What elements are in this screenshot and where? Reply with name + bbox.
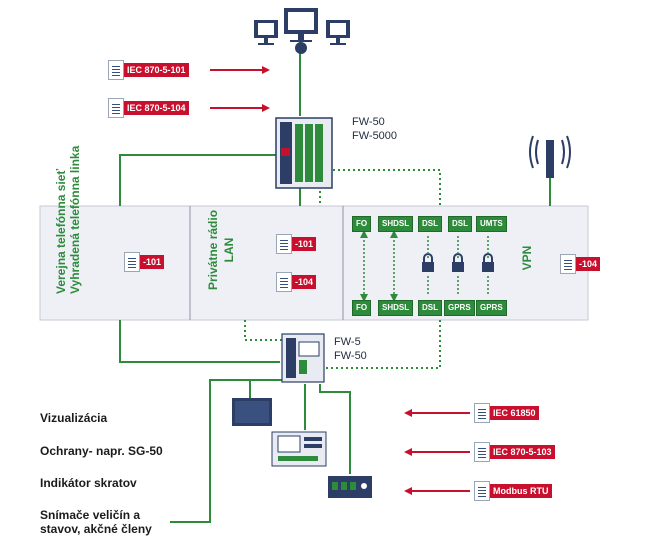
link-bottom-shdsl: SHDSL (378, 300, 414, 316)
protocol-label-104: IEC 870-5-104 (124, 101, 189, 115)
link-bottom-dsl: DSL (418, 300, 442, 316)
link-top-dsl-1: DSL (418, 216, 442, 232)
protocol-label-61850: IEC 61850 (490, 406, 539, 420)
protocol-tag-103: IEC 870-5-103 (474, 442, 555, 462)
mid-server-label-2: FW-50 (334, 350, 367, 362)
panel-tag-label: -101 (140, 255, 165, 269)
link-bottom-left (119, 320, 280, 363)
public-network-label: Verejna telefónna sieť (54, 168, 68, 294)
document-icon (560, 254, 576, 274)
link-top-right-dotted (328, 169, 441, 206)
protocol-tag-modbus: Modbus RTU (474, 481, 552, 501)
document-icon (124, 252, 140, 272)
protocol-tag-61850: IEC 61850 (474, 403, 539, 423)
mid-server-label-1: FW-5 (334, 336, 361, 348)
private-radio-label: Privátne rádio (206, 209, 220, 290)
lan-label: LAN (222, 237, 236, 263)
arrowhead-shdsl-up (390, 230, 398, 238)
document-icon (474, 403, 490, 423)
arrowhead-shdsl-down (390, 294, 398, 302)
panel-tag-label: -104 (576, 257, 601, 271)
protection-relay (271, 431, 327, 467)
label-sensors-1: Snímače veličín a (40, 508, 141, 522)
workstation-monitors (254, 8, 350, 54)
link-top-left (119, 154, 280, 206)
label-visualization: Vizualizácia (40, 411, 108, 425)
leased-line-label: Vyhradená telefónna linka (68, 145, 82, 294)
arrowhead-101 (262, 66, 270, 74)
arrowhead-104 (262, 104, 270, 112)
protocol-label-103: IEC 870-5-103 (490, 445, 555, 459)
link-top-fo: FO (352, 216, 372, 232)
document-icon (474, 442, 490, 462)
fault-indicator (328, 476, 372, 498)
document-icon (108, 98, 124, 118)
label-fault-indicator: Indikátor skratov (40, 476, 137, 490)
document-icon (276, 234, 292, 254)
field-bus-right (319, 384, 351, 474)
panel-tag-104-vpn: -104 (560, 254, 601, 274)
link-top-dsl-2: DSL (448, 216, 472, 232)
vpn-label: VPN (520, 245, 534, 271)
arrowhead-modbus (404, 487, 412, 495)
panel-tag-104-lan: -104 (276, 272, 317, 292)
protocol-label-101: IEC 870-5-101 (124, 63, 189, 77)
fw50-rack (275, 117, 333, 189)
vpn-dotted-links (427, 236, 489, 296)
document-icon (474, 481, 490, 501)
link-top-shdsl: SHDSL (378, 216, 414, 232)
document-icon (108, 60, 124, 80)
label-sensors-2: stavov, akčné členy (40, 522, 152, 536)
arrowhead-103 (404, 448, 412, 456)
link-top-umts: UMTS (476, 216, 507, 232)
panel-tag-label: -101 (292, 237, 317, 251)
panel-tag-label: -104 (292, 275, 317, 289)
arrowhead-fo-up (360, 230, 368, 238)
panel-tag-101-lan: -101 (276, 234, 317, 254)
arrowhead-61850 (404, 409, 412, 417)
link-bottom-right (322, 320, 441, 369)
link-arrows (363, 236, 395, 296)
top-server-label-2: FW-5000 (352, 130, 398, 142)
label-protection: Ochrany- napr. SG-50 (40, 444, 163, 458)
protocol-label-modbus: Modbus RTU (490, 484, 552, 498)
link-bottom-gprs-1: GPRS (444, 300, 475, 316)
protocol-tag-104: IEC 870-5-104 (108, 98, 189, 118)
antenna (529, 135, 571, 178)
protocol-tag-101: IEC 870-5-101 (108, 60, 189, 80)
visualization-monitor (232, 398, 272, 426)
top-server-label-1: FW-50 (352, 116, 385, 128)
panel-tag-101-left: -101 (124, 252, 165, 272)
link-bottom-gprs-2: GPRS (476, 300, 507, 316)
link-bottom-mid (244, 320, 290, 341)
document-icon (276, 272, 292, 292)
arrowhead-fo-down (360, 294, 368, 302)
link-bottom-fo: FO (352, 300, 372, 316)
fw5-device (281, 333, 325, 383)
